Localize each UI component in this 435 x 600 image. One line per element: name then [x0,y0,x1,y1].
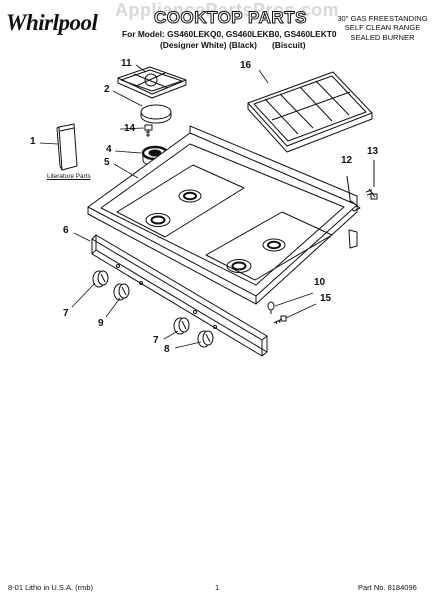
callout-7-left: 7 [63,308,69,319]
watermark-text: AppliancePartsPros.com [115,0,340,20]
whirlpool-logo: Whirlpool [6,10,98,35]
callout-14: 14 [124,123,136,134]
callout-11: 11 [121,58,132,69]
knob-right-part-7 [173,317,190,335]
model-line: For Model: GS460LEKQ0, GS460LEKB0, GS460… [122,29,337,39]
callout-5: 5 [104,157,110,168]
callout-9: 9 [98,318,104,329]
callout-8: 8 [164,344,170,355]
literature-booklet-part-1 [56,123,78,171]
control-panel-part-6 [91,234,268,357]
leader-lines [39,64,317,349]
variant-white: (Designer White) [160,40,227,50]
desc-line-1: 30" GAS FREESTANDING [337,14,428,23]
variant-black: (Black) [229,40,257,50]
range-description: 30" GAS FREESTANDING SELF CLEAN RANGE SE… [335,14,430,42]
knob-left-part-7 [92,270,109,288]
screw-part-14 [144,124,153,137]
desc-line-2: SELF CLEAN RANGE [344,23,421,33]
callout-12: 12 [341,155,353,166]
page-number: 1 [215,583,220,592]
screw-part-15 [273,315,287,325]
callout-7-right: 7 [153,335,159,346]
callout-13: 13 [367,146,379,157]
callout-6: 6 [63,225,69,236]
callout-1: 1 [30,136,36,147]
variant-biscuit: (Biscuit) [272,40,306,50]
callout-15: 15 [320,293,332,304]
clip-part-10 [267,301,275,314]
screw-part-13 [365,160,378,200]
callout-16: 16 [240,60,252,71]
large-grate-part-16 [247,71,373,153]
burner-cap-part-2 [140,104,172,124]
callout-2: 2 [104,84,110,95]
callout-4: 4 [106,144,112,155]
part-number: Part No. 8184096 [358,583,417,592]
knob-right-part-8 [197,330,214,348]
knob-left-part-9 [113,283,130,301]
callout-10: 10 [314,277,326,288]
print-info: 8-01 Litho in U.S.A. (rmb) [8,583,94,592]
desc-line-3: SEALED BURNER [350,32,415,42]
page-title: COOKTOP PARTS [154,8,307,28]
small-grate-part-11 [117,66,187,99]
literature-parts-label: Literature Parts [47,173,91,180]
cooktop-part-5 [87,125,358,305]
